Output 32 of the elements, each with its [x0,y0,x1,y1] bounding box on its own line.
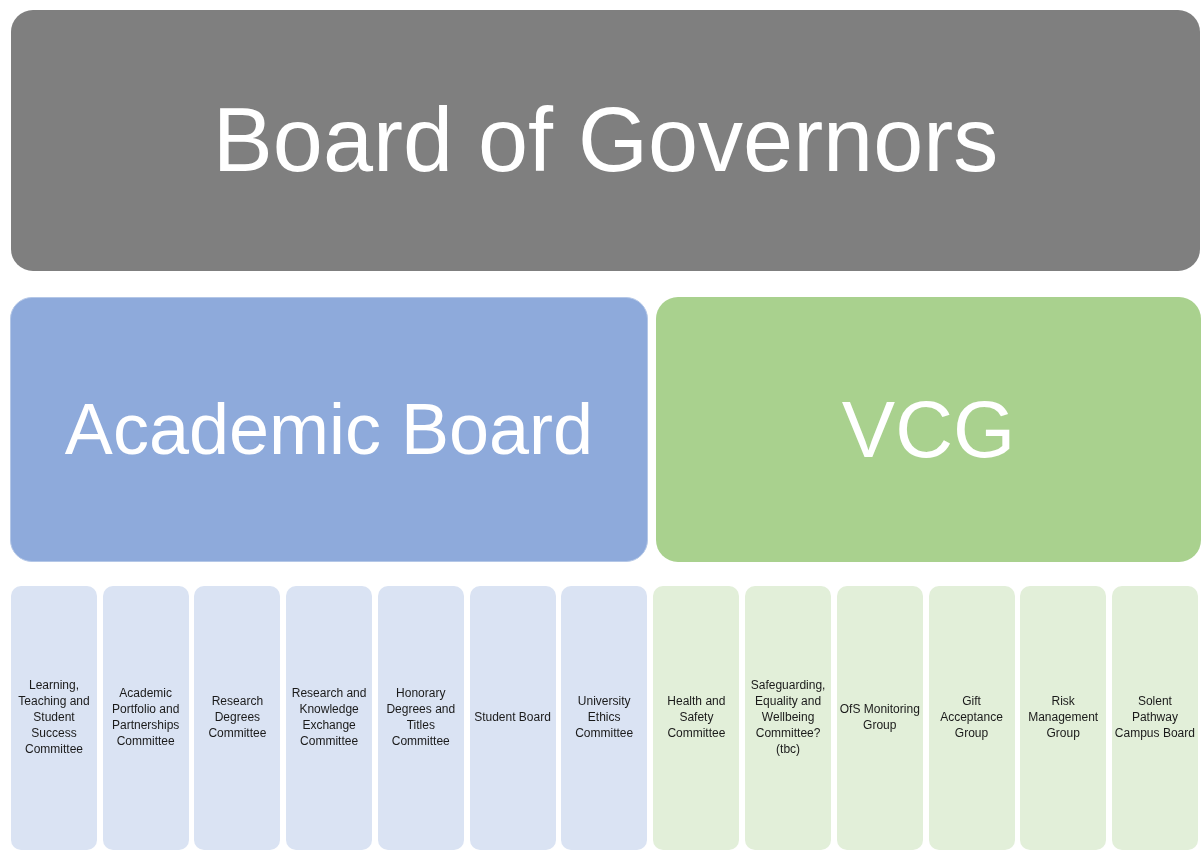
committee-box [377,586,464,850]
committee-name: Gift Acceptance Group [939,694,1004,742]
committee-box [745,586,832,850]
committee-name: Risk Management Group [1027,694,1100,742]
committee-box [102,586,189,850]
committee-name: Safeguarding, Equality and Wellbeing Committee? (tbc) [749,678,827,758]
board-title: Board of Governors [212,91,999,190]
committee-name: Honorary Degrees and Titles Committee [385,686,457,750]
group-panel [656,297,1201,562]
board-panel [10,297,648,562]
committee-name: Learning, Teaching and Student Success Committee [17,678,91,758]
committee-box [928,586,1015,850]
committee-name: Health and Safety Committee [666,694,727,742]
committee-box [836,586,923,850]
committee-name: Research Degrees Committee [207,694,268,742]
committee-box [194,586,281,850]
committee-box [469,586,556,850]
board-title: VCG [841,385,1016,474]
committee-name: OfS Monitoring Group [838,702,921,734]
committee-box [1020,586,1107,850]
committee-box [1111,586,1198,850]
committee-name: Student Board [474,710,551,726]
committee-box [11,586,97,850]
committee-name: Research and Knowledge Exchange Committee [290,686,368,750]
committee-name: University Ethics Committee [574,694,635,742]
committee-box [286,586,373,850]
board-title: Academic Board [64,389,594,470]
committee-box [561,586,648,850]
committee-name: Academic Portfolio and Partnerships Committee [111,686,181,750]
board-banner [11,10,1200,271]
committee-box [653,586,740,850]
committee-name: Solent Pathway Campus Board [1113,694,1196,742]
